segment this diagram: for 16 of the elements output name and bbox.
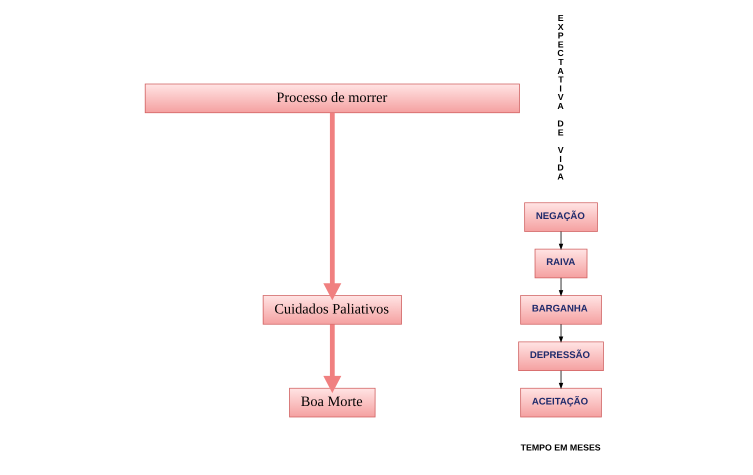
arrow [323,324,342,394]
node-box: Processo de morrer [144,84,520,114]
node-box: BARGANHA [520,295,602,325]
arrow [558,324,564,343]
label: TEMPO EM MESES [520,442,601,452]
arrow [558,231,564,250]
node-box: NEGAÇÃO [524,202,598,232]
arrow [558,370,564,390]
node-box: ACEITAÇÃO [520,388,602,418]
node-box: RAIVA [534,248,588,278]
node-box: Boa Morte [289,388,376,418]
arrow [558,278,564,297]
arrow [323,112,342,300]
label: EXPECTATIVA DE VIDA [557,13,564,182]
node-box: Cuidados Paliativos [262,295,402,325]
node-box: DEPRESSÃO [518,341,604,372]
